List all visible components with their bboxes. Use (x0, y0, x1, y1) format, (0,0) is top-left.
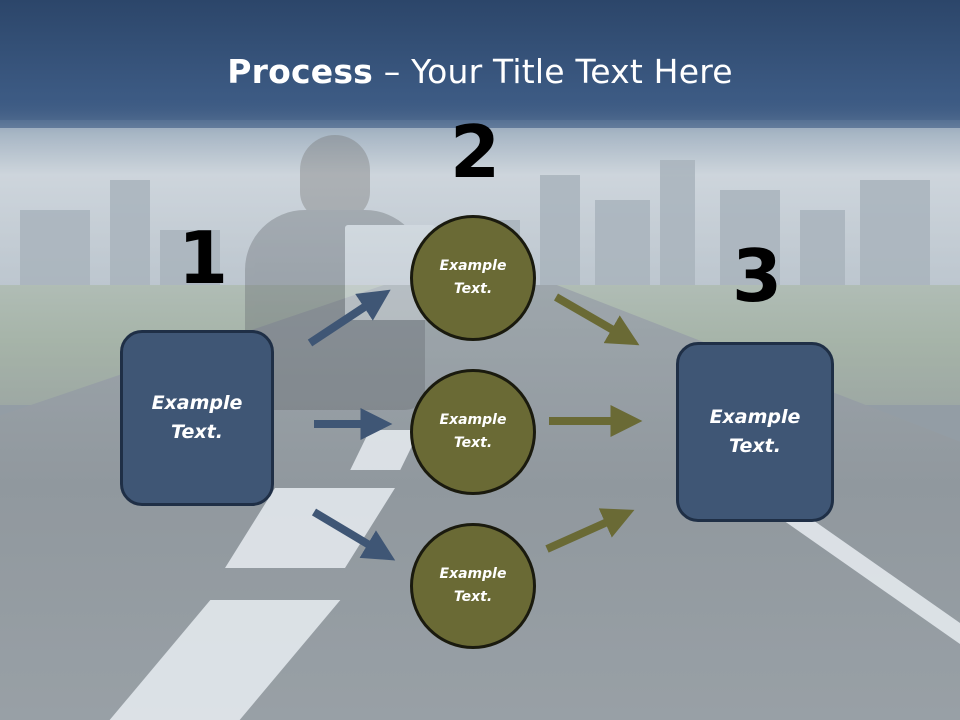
title-rest: – Your Title Text Here (373, 52, 733, 91)
step-2-circle-top[interactable]: Example Text. (410, 215, 536, 341)
arrow-left-to-bottom (311, 508, 396, 561)
step-3-box[interactable]: Example Text. (676, 342, 834, 522)
step-2-circle-bottom[interactable]: Example Text. (410, 523, 536, 649)
step-1-box-text: Example Text. (151, 392, 243, 443)
step-1-box[interactable]: Example Text. (120, 330, 274, 506)
circle-top-text: Example Text. (439, 258, 507, 297)
title-bar (0, 0, 960, 128)
slide-title: Process – Your Title Text Here (0, 52, 960, 91)
circle-middle-text: Example Text. (439, 412, 507, 451)
step-2-circle-middle[interactable]: Example Text. (410, 369, 536, 495)
step-number-3: 3 (732, 234, 783, 318)
step-number-1: 1 (178, 216, 229, 300)
circle-bottom-text: Example Text. (439, 566, 507, 605)
arrow-bottom-to-right (545, 508, 635, 553)
step-number-2: 2 (450, 110, 501, 194)
arrow-top-to-right (553, 293, 640, 346)
title-bold: Process (227, 52, 374, 91)
arrow-left-to-top (307, 289, 391, 347)
step-3-box-text: Example Text. (709, 406, 801, 457)
